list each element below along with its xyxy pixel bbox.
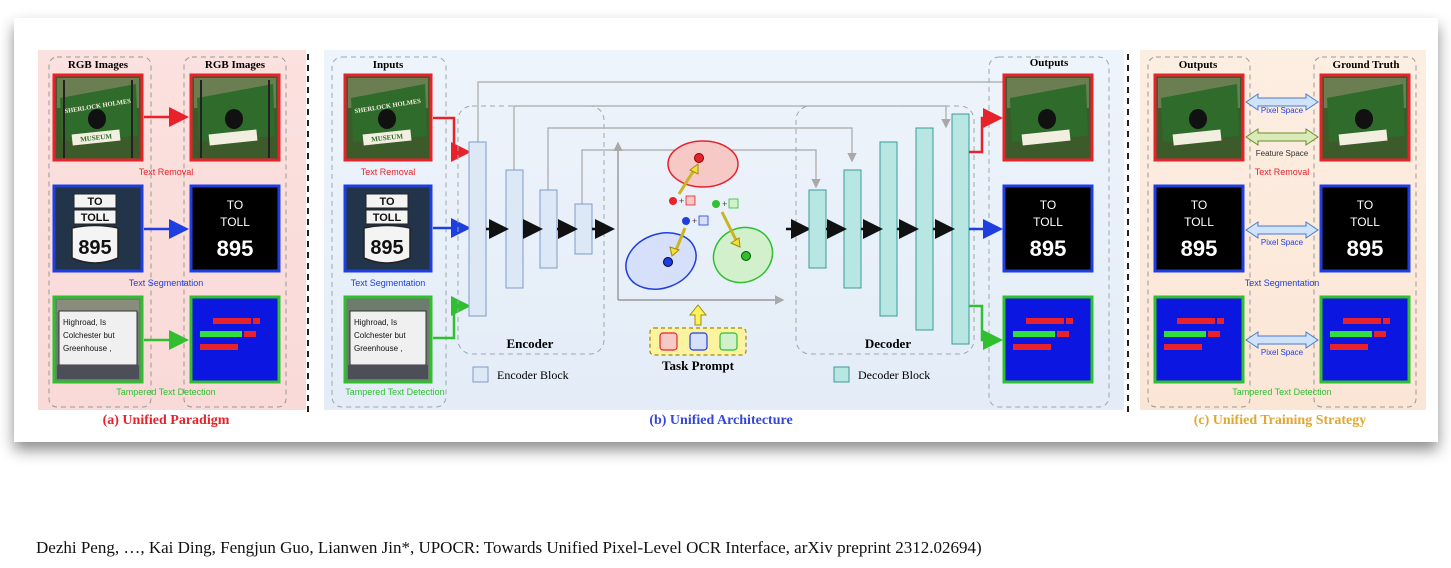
svg-text:895: 895	[1181, 236, 1218, 261]
svg-text:TO: TO	[87, 196, 103, 208]
svg-text:895: 895	[78, 237, 111, 259]
svg-text:Greenhouse ,: Greenhouse ,	[354, 344, 402, 353]
col-header-left: RGB Images	[68, 59, 129, 71]
decoder-block-legend: Decoder Block	[858, 368, 930, 382]
panel-b: Inputs Outputs SHERLOCK HOLMES MUSEUM Te…	[324, 50, 1124, 428]
encoder-label: Encoder	[507, 336, 554, 351]
b-road-sign-output: TO TOLL 895	[1002, 184, 1094, 273]
task-prompt-label: Task Prompt	[662, 358, 735, 373]
museum-bottom-text: MUSEUM	[80, 132, 113, 143]
board-output-image	[189, 295, 281, 384]
svg-text:895: 895	[370, 237, 403, 259]
svg-text:Pixel Space: Pixel Space	[1261, 238, 1304, 247]
svg-text:TOLL: TOLL	[1350, 215, 1380, 229]
caption-c: (c) Unified Training Strategy	[1194, 413, 1367, 428]
svg-text:Greenhouse ,: Greenhouse ,	[63, 344, 111, 353]
svg-text:Text Removal: Text Removal	[361, 167, 416, 177]
pixel-space-arrow-2: Pixel Space	[1245, 221, 1319, 247]
svg-text:Tampered Text Detection: Tampered Text Detection	[345, 387, 444, 397]
citation: Dezhi Peng, …, Kai Ding, Fengjun Guo, Li…	[36, 538, 982, 557]
feature-space-arrow: Feature Space	[1245, 128, 1319, 158]
svg-text:TO: TO	[1191, 198, 1207, 212]
encoder-block-legend: Encoder Block	[497, 368, 569, 382]
decoder-block-4	[915, 127, 934, 331]
inputs-label: Inputs	[373, 59, 404, 71]
caption-b: (b) Unified Architecture	[649, 413, 792, 428]
svg-text:+: +	[679, 196, 684, 206]
c-board-gt	[1319, 295, 1411, 384]
road-sign-output-image: TO TOLL 895	[189, 184, 281, 273]
svg-text:895: 895	[217, 236, 254, 261]
task-label-detection: Tampered Text Detection	[116, 387, 215, 397]
svg-text:Colchester but: Colchester but	[354, 331, 406, 340]
svg-text:Text Segmentation: Text Segmentation	[351, 278, 426, 288]
decoder-block-5	[951, 113, 970, 345]
pixel-space-arrow-3: Pixel Space	[1245, 331, 1319, 357]
decoder-legend-swatch	[833, 366, 850, 383]
task-label-segmentation: Text Segmentation	[129, 278, 204, 288]
decoder-label: Decoder	[865, 336, 911, 351]
encoder-block-1	[468, 141, 487, 317]
svg-text:Pixel Space: Pixel Space	[1261, 106, 1304, 115]
svg-text:+: +	[722, 199, 727, 209]
encoder-block-2	[505, 169, 524, 289]
panel-c: Outputs Ground Truth Pixel Space Feature…	[1140, 50, 1426, 428]
b-museum-input: SHERLOCK HOLMES MUSEUM	[343, 73, 433, 162]
svg-text:+: +	[692, 216, 697, 226]
svg-text:895: 895	[1030, 236, 1067, 261]
svg-text:TO: TO	[379, 196, 395, 208]
task-prompt-space: + + + Task Prompt	[613, 140, 785, 373]
b-road-sign-input: TO TOLL 895	[343, 184, 433, 273]
museum-output-image	[189, 73, 281, 162]
b-board-input: Highroad, Is Colchester but Greenhouse ,	[343, 295, 433, 384]
decoder-block-1	[808, 189, 827, 269]
c-col-header-left: Outputs	[1179, 59, 1218, 71]
svg-text:TO: TO	[1040, 198, 1056, 212]
encoder-legend-swatch	[472, 366, 489, 383]
svg-text:Tampered Text Detection: Tampered Text Detection	[1232, 387, 1331, 397]
b-board-output	[1002, 295, 1094, 384]
svg-text:Highroad, Is: Highroad, Is	[354, 318, 397, 327]
pixel-space-arrow-1: Pixel Space	[1245, 93, 1319, 115]
svg-text:MUSEUM: MUSEUM	[371, 132, 404, 143]
svg-text:Feature Space: Feature Space	[1256, 149, 1309, 158]
decoder-block-3	[879, 141, 898, 317]
board-input-image: Highroad, Is Colchester but Greenhouse ,	[52, 295, 144, 384]
panel-a: RGB Images RGB Images SHERLOCK HOLMES MU…	[38, 50, 306, 428]
figure-canvas: RGB Images RGB Images SHERLOCK HOLMES MU…	[38, 50, 1426, 428]
task-label-removal: Text Removal	[139, 167, 194, 177]
encoder-block-4	[574, 203, 593, 255]
svg-text:TOLL: TOLL	[81, 212, 110, 224]
c-board-output	[1153, 295, 1245, 384]
outputs-label: Outputs	[1030, 57, 1069, 69]
figure: RGB Images RGB Images SHERLOCK HOLMES MU…	[14, 18, 1438, 442]
svg-text:TOLL: TOLL	[373, 212, 402, 224]
caption-a: (a) Unified Paradigm	[103, 413, 230, 428]
c-col-header-right: Ground Truth	[1333, 59, 1400, 71]
svg-text:TOLL: TOLL	[1184, 215, 1214, 229]
svg-text:TO: TO	[1357, 198, 1373, 212]
svg-text:Text Removal: Text Removal	[1255, 167, 1310, 177]
svg-text:TO: TO	[227, 198, 243, 212]
svg-text:Colchester but: Colchester but	[63, 331, 115, 340]
road-sign-input-image: TO TOLL 895	[52, 184, 144, 273]
svg-text:TOLL: TOLL	[1033, 215, 1063, 229]
col-header-right: RGB Images	[205, 59, 266, 71]
c-museum-output	[1153, 73, 1245, 162]
encoder-block-3	[539, 189, 558, 269]
c-road-sign-output: TO TOLL 895	[1153, 184, 1245, 273]
svg-text:TOLL: TOLL	[220, 215, 250, 229]
c-road-sign-gt: TO TOLL 895	[1319, 184, 1411, 273]
museum-input-image: SHERLOCK HOLMES MUSEUM	[52, 73, 144, 162]
svg-text:Highroad, Is: Highroad, Is	[63, 318, 106, 327]
c-museum-gt	[1319, 73, 1411, 162]
decoder-block-2	[843, 169, 862, 289]
svg-text:Text Segmentation: Text Segmentation	[1245, 278, 1320, 288]
svg-text:895: 895	[1347, 236, 1384, 261]
svg-text:Pixel Space: Pixel Space	[1261, 348, 1304, 357]
b-museum-output	[1002, 73, 1094, 162]
